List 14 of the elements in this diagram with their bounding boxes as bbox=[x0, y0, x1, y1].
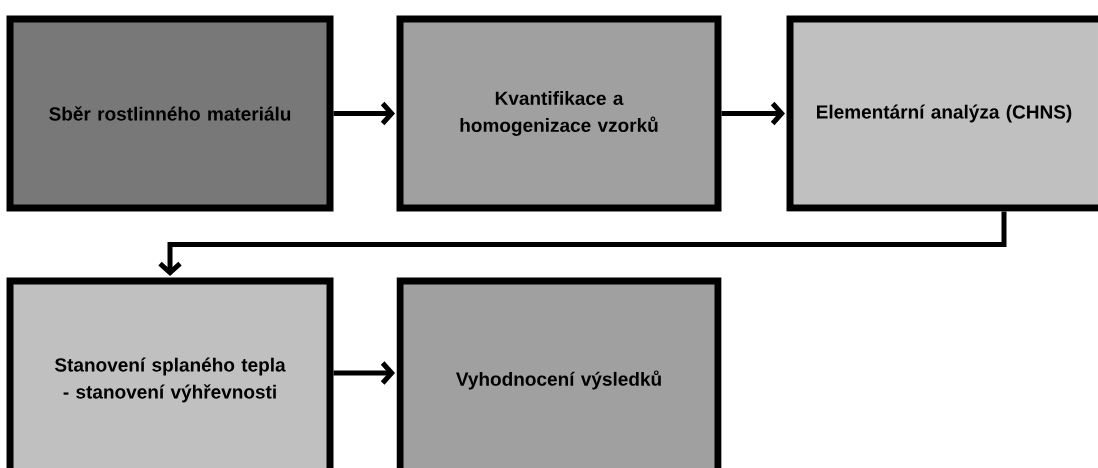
box-label: Vyhodnocení výsledků bbox=[456, 370, 661, 390]
box-label: Stanovení splaného tepla - stanovení výhřevnosti bbox=[54, 357, 286, 403]
process-box bbox=[6, 15, 334, 212]
box-label: Elementární analýza (CHNS) bbox=[817, 104, 1072, 123]
arrow bbox=[158, 211, 1007, 276]
arrow bbox=[333, 361, 395, 385]
arrow bbox=[333, 101, 395, 126]
box-label: Kvantifikace a homogenizace vzorků bbox=[460, 91, 658, 136]
process-box bbox=[396, 15, 722, 212]
process-box bbox=[6, 277, 334, 468]
process-box bbox=[786, 15, 1098, 212]
box-label: Sběr rostlinného materiálu bbox=[49, 106, 291, 121]
process-box bbox=[396, 277, 722, 468]
arrow bbox=[721, 101, 785, 126]
